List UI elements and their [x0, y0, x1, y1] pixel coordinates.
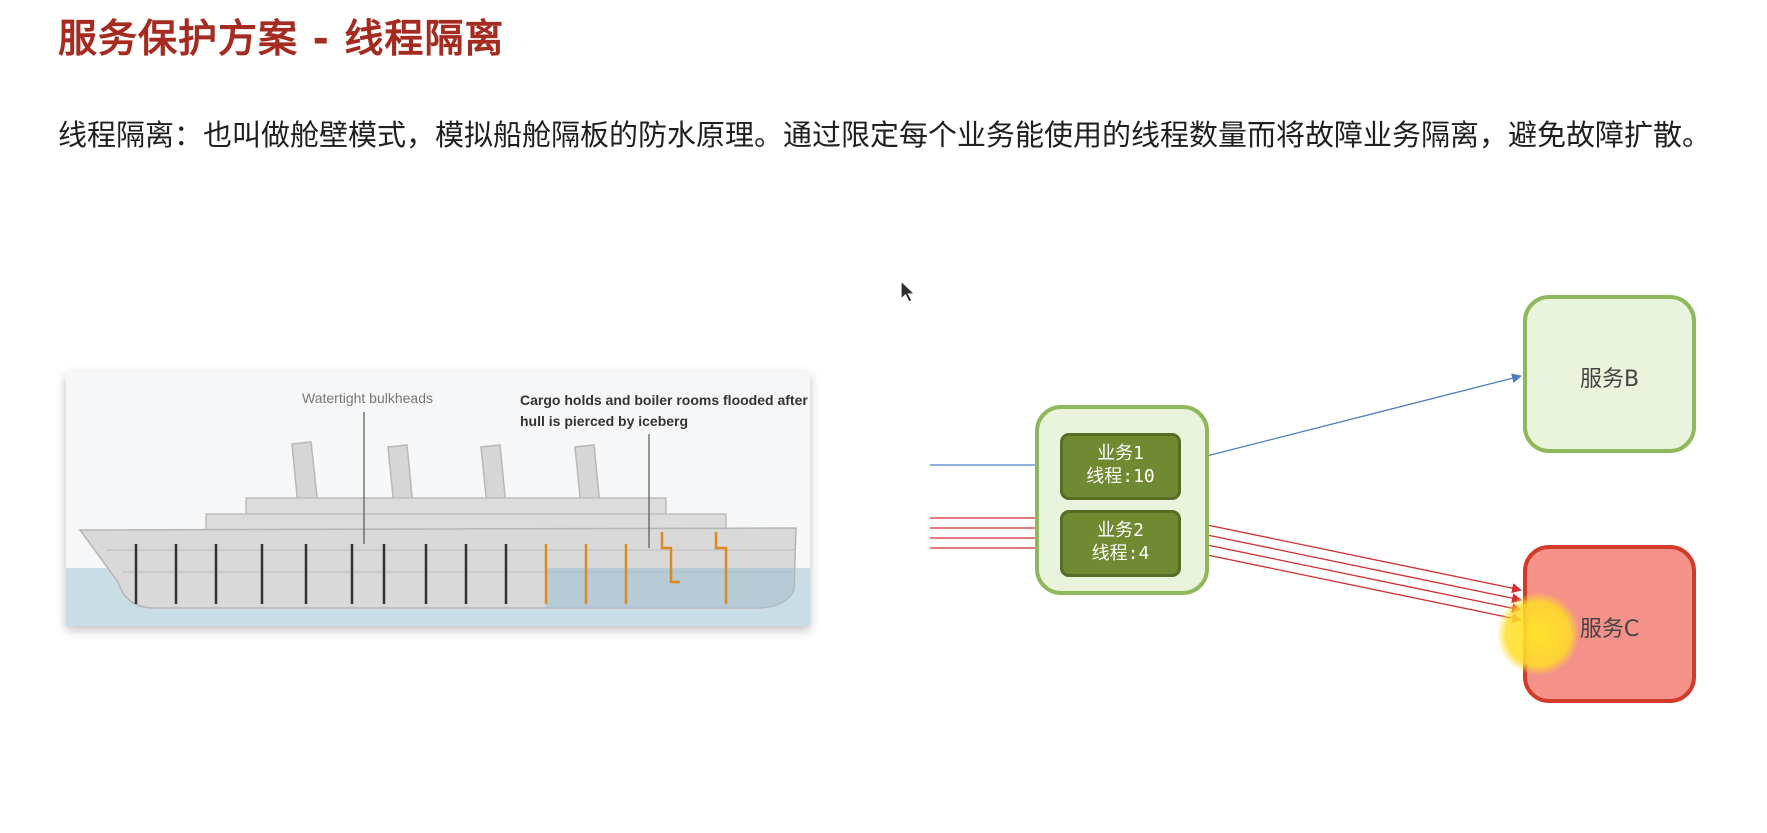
label-watertight-bulkheads: Watertight bulkheads	[302, 390, 433, 406]
business-1-threads: 线程:10	[1086, 466, 1155, 487]
business-2-name: 业务2	[1097, 520, 1144, 541]
service-b-node: 服务B	[1523, 295, 1696, 453]
arrow-to-service-b	[1182, 373, 1522, 463]
ship-drawing	[66, 412, 810, 626]
service-c-node: 服务C	[1523, 545, 1696, 703]
flooded-bulkheads	[544, 532, 728, 604]
page-title: 服务保护方案 - 线程隔离	[58, 17, 505, 62]
bulkhead-ship-illustration: Watertight bulkheads Cargo holds and boi…	[66, 372, 810, 626]
business-1-node: 业务1 线程:10	[1060, 433, 1181, 500]
watertight-bulkheads	[134, 544, 508, 604]
arrows-to-service-c	[1182, 519, 1522, 624]
business-2-threads: 线程:4	[1091, 543, 1150, 564]
service-c-label: 服务C	[1579, 617, 1640, 642]
flooded-compartments	[546, 568, 794, 608]
label-cargo-flooded: Cargo holds and boiler rooms flooded aft…	[520, 392, 808, 429]
diagram-arrows	[930, 373, 1522, 624]
service-b-label: 服务B	[1579, 367, 1640, 392]
business-2-node: 业务2 线程:4	[1060, 510, 1181, 577]
mouse-pointer-icon	[900, 280, 916, 303]
thread-isolation-diagram: 服务A 业务1 线程:10 业务2 线程:4 服务B 服务C	[900, 280, 1720, 720]
cursor-highlight	[1497, 593, 1579, 675]
funnels	[291, 441, 601, 507]
description-text: 线程隔离：也叫做舱壁模式，模拟船舱隔板的防水原理。通过限定每个业务能使用的线程数…	[58, 118, 1712, 152]
business-1-name: 业务1	[1097, 443, 1144, 464]
